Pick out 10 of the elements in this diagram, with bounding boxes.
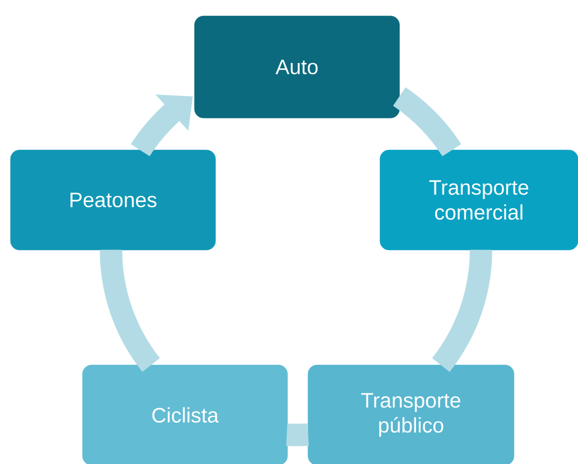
cycle-arrow: [130, 94, 193, 156]
process-box: Transporte público: [308, 364, 514, 464]
cycle-arrow: [100, 250, 160, 372]
cycle-arrow: [286, 423, 309, 446]
process-box: Peatones: [10, 150, 216, 250]
cycle-arrow: [393, 87, 462, 156]
cycle-arrow: [432, 250, 492, 372]
process-box: Transporte comercial: [380, 150, 578, 250]
process-box: Ciclista: [82, 364, 288, 464]
process-box: Auto: [194, 16, 400, 118]
